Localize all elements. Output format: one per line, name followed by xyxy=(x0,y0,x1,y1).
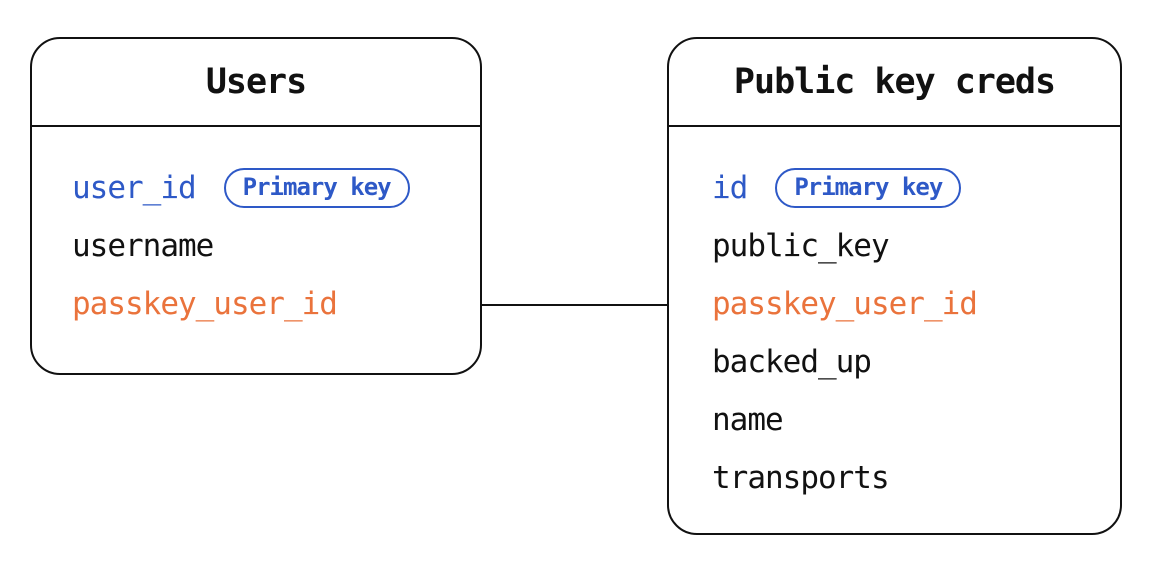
field-name-name: name xyxy=(712,402,784,438)
field-row-passkey-user-id: passkey_user_id xyxy=(712,275,1100,333)
field-row-username: username xyxy=(72,217,460,275)
field-name-public-key: public_key xyxy=(712,228,890,264)
primary-key-badge: Primary key xyxy=(223,168,410,208)
field-name-user-id: user_id xyxy=(72,170,197,206)
table-header-public-key-creds: Public key creds xyxy=(669,39,1120,127)
field-name-username: username xyxy=(72,228,214,264)
relationship-line xyxy=(480,304,668,306)
field-row-user-id: user_id Primary key xyxy=(72,159,460,217)
primary-key-badge: Primary key xyxy=(775,168,962,208)
field-row-passkey-user-id: passkey_user_id xyxy=(72,275,460,333)
field-name-backed-up: backed_up xyxy=(712,344,872,380)
table-fields-public-key-creds: id Primary key public_key passkey_user_i… xyxy=(669,127,1120,507)
field-name-passkey-user-id: passkey_user_id xyxy=(712,286,978,322)
table-node-public-key-creds: Public key creds id Primary key public_k… xyxy=(667,37,1122,535)
field-name-passkey-user-id: passkey_user_id xyxy=(72,286,338,322)
table-node-users: Users user_id Primary key username passk… xyxy=(30,37,482,375)
field-row-id: id Primary key xyxy=(712,159,1100,217)
field-name-id: id xyxy=(712,170,748,206)
table-title-users: Users xyxy=(205,62,307,102)
table-fields-users: user_id Primary key username passkey_use… xyxy=(32,127,480,333)
table-header-users: Users xyxy=(32,39,480,127)
table-title-public-key-creds: Public key creds xyxy=(733,62,1056,102)
field-row-backed-up: backed_up xyxy=(712,333,1100,391)
field-row-name: name xyxy=(712,391,1100,449)
field-name-transports: transports xyxy=(712,460,890,496)
field-row-public-key: public_key xyxy=(712,217,1100,275)
field-row-transports: transports xyxy=(712,449,1100,507)
